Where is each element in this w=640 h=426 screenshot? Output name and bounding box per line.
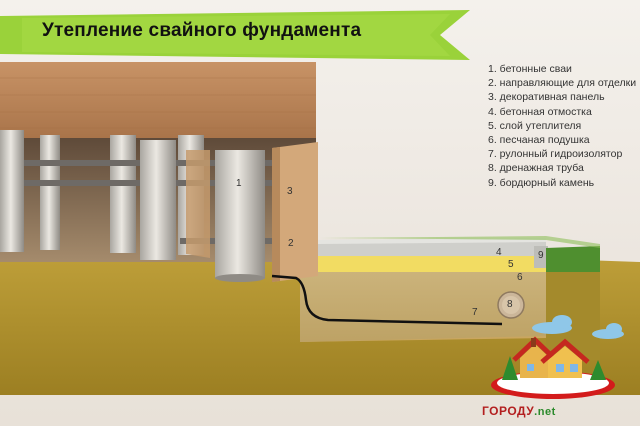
callout-6: 6	[517, 272, 523, 283]
logo-main: ГОРОДУ	[482, 404, 535, 418]
callout-1: 1	[236, 178, 242, 189]
panel-shadow	[272, 147, 280, 282]
concrete-top	[318, 238, 546, 244]
pile-front-left	[0, 130, 24, 252]
callout-4: 4	[496, 247, 502, 258]
curb-stone	[534, 246, 548, 268]
decorative-panel	[272, 142, 318, 282]
legend-item: 5. слой утеплителя	[488, 119, 582, 132]
legend-item: 4. бетонная отмостка	[488, 105, 592, 118]
decorative-panel-side	[186, 150, 210, 258]
lawn-surface	[320, 236, 600, 248]
house-logo-icon	[491, 336, 615, 399]
callout-8: 8	[507, 299, 513, 310]
insulation-layer	[316, 256, 546, 272]
legend-item: 2. направляющие для отделки	[488, 77, 637, 90]
logo-suffix: .net	[534, 406, 556, 418]
legend: 1. бетонные сваи 2. направляющие для отд…	[488, 62, 638, 190]
legend-item: 1. бетонные сваи	[488, 63, 572, 75]
grass-edge	[546, 246, 600, 272]
legend-item: 7. рулонный гидроизолятор	[488, 148, 623, 161]
cloud-icon	[532, 315, 624, 339]
legend-item: 9. бордюрный камень	[488, 176, 595, 189]
callout-2: 2	[288, 238, 294, 249]
title-banner	[0, 10, 470, 60]
legend-item: 3. декоративная панель	[488, 91, 605, 104]
pile-main	[215, 150, 265, 278]
legend-item: 8. дренажная труба	[488, 162, 584, 175]
legend-item: 6. песчаная подушка	[488, 134, 590, 147]
pile-front-2	[140, 140, 176, 260]
drainage-pipe-inner	[502, 296, 520, 314]
callout-7: 7	[472, 307, 478, 318]
pile-back-1	[40, 135, 60, 250]
house-wall	[0, 62, 316, 138]
pile-main-base	[215, 274, 265, 282]
callout-3: 3	[287, 186, 293, 197]
page-title: Утепление свайного фундамента	[42, 20, 362, 41]
soil-front-right	[546, 266, 600, 362]
pile-back-2	[110, 135, 136, 253]
waterproof-membrane	[271, 274, 503, 326]
site-logo[interactable]: ГОРОДУ.net	[482, 404, 556, 418]
callout-5: 5	[508, 259, 514, 270]
callout-9: 9	[538, 250, 544, 261]
